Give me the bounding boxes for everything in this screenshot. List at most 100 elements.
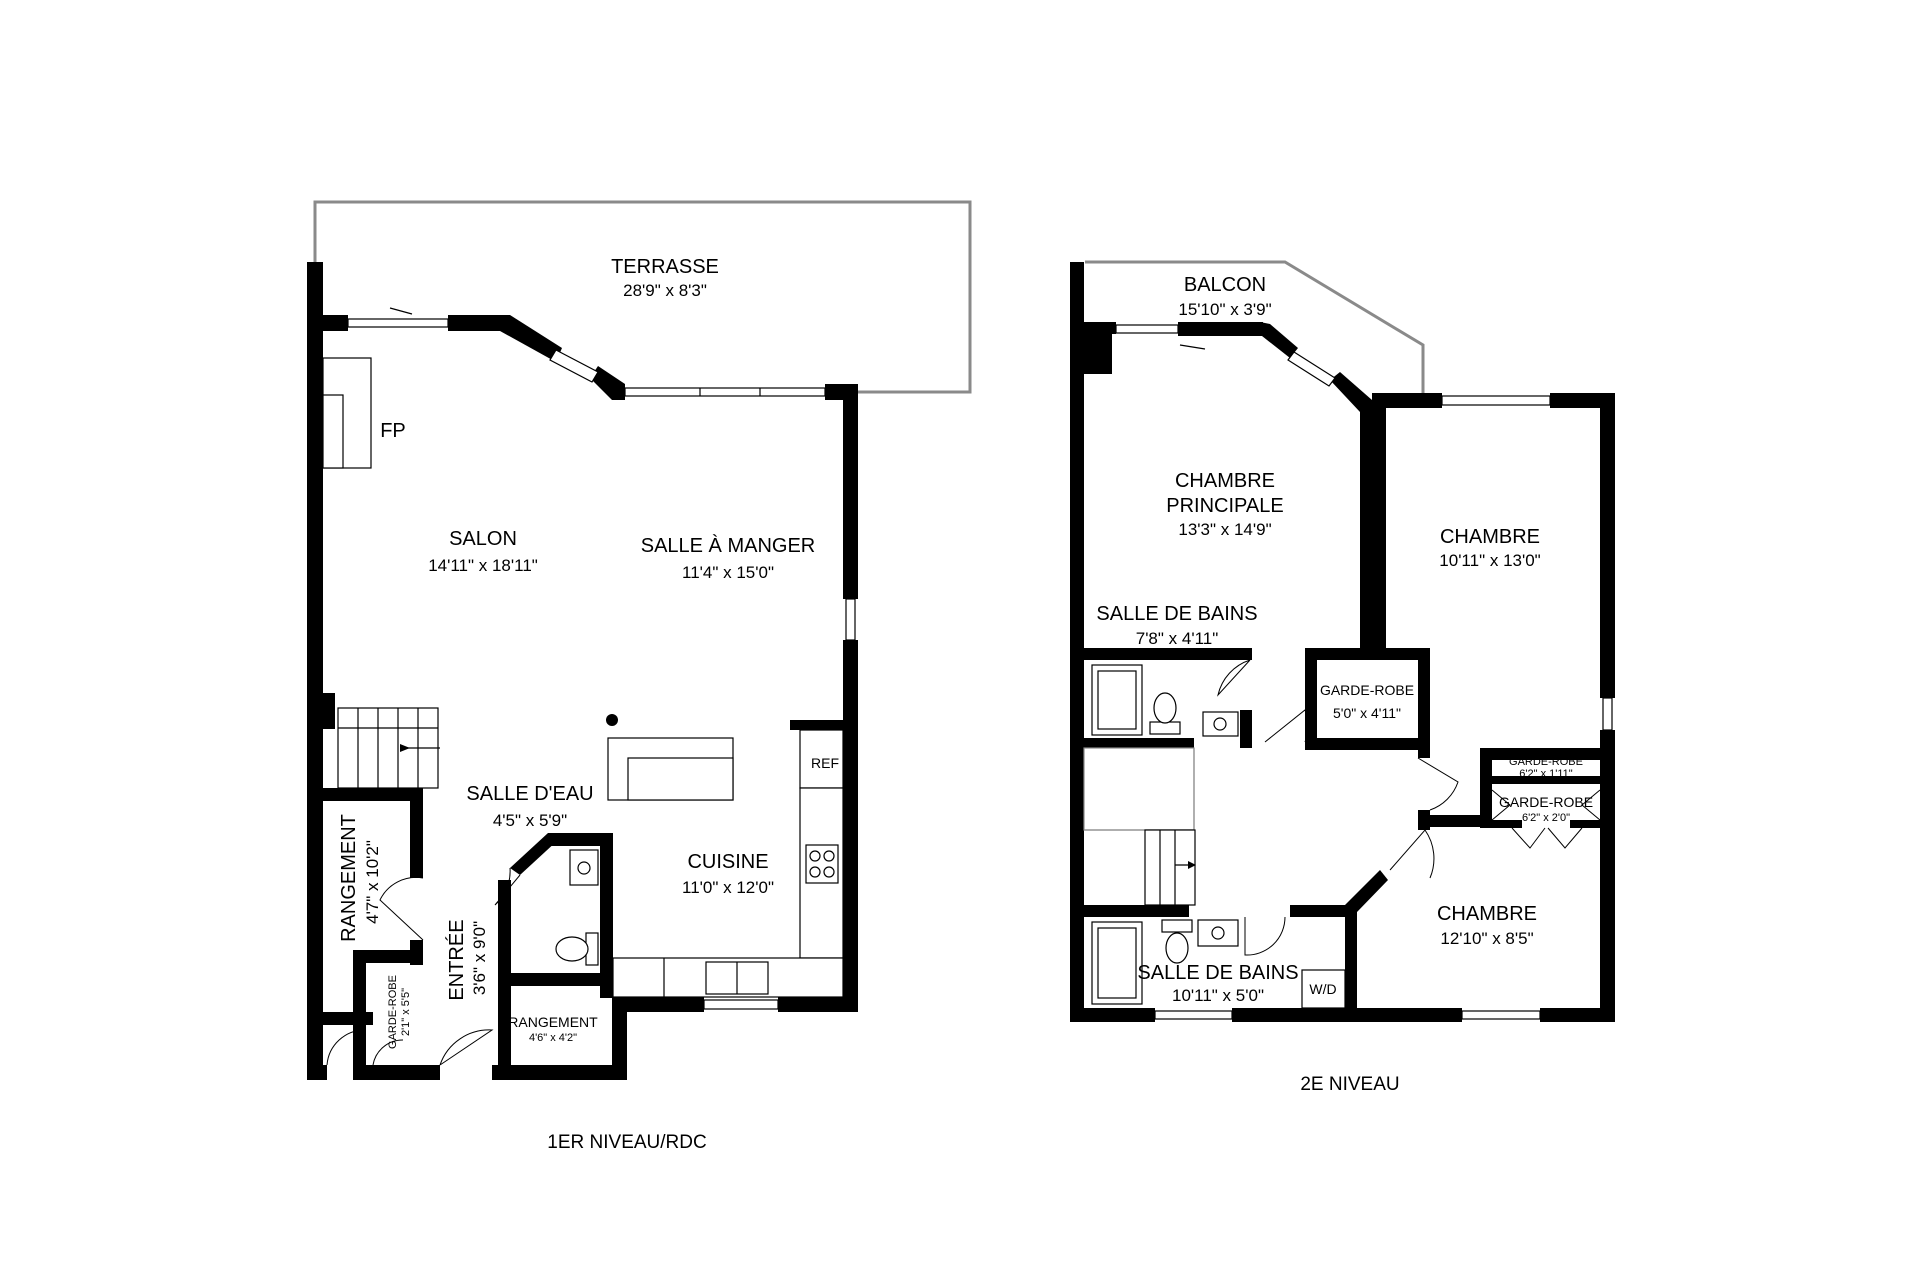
door-west [326, 1029, 366, 1066]
l2-door-chambre1 [1417, 757, 1459, 811]
door-bath [494, 867, 521, 906]
wall-storage-right [410, 788, 423, 878]
wall-west [307, 262, 323, 1080]
label-balcon: BALCON [1184, 274, 1266, 296]
l2-door-bath1 [1217, 659, 1251, 697]
l2-wall-master-east [1360, 400, 1374, 648]
dim-cuisine: 11'0" x 12'0" [682, 878, 774, 897]
l2-toilet-bath2 [1165, 932, 1189, 964]
l2-toilet-tank-bath2 [1161, 919, 1193, 933]
l2-sliding-door-mark [1179, 344, 1206, 350]
l2-wall-south-right [1540, 1008, 1615, 1022]
label-garde-robe-entree: GARDE-ROBE [387, 975, 399, 1049]
window-north-left [347, 318, 449, 328]
fireplace [322, 357, 372, 469]
stairs-arrow [400, 744, 410, 752]
dim-garde-robe-2: 6'2" x 1'11" [1519, 768, 1572, 780]
l2-wall-gr1-left [1305, 648, 1317, 748]
toilet-bath1 [555, 936, 589, 962]
dim-salle-a-manger: 11'4" x 15'0" [682, 563, 774, 582]
label-terrasse: TERRASSE [611, 256, 719, 278]
level-1-title: 1ER NIVEAU/RDC [547, 1132, 706, 1153]
dim-garde-robe-1: 5'0" x 4'11" [1333, 705, 1401, 721]
dim-garde-robe-entree: 2'1" x 5'5" [400, 988, 412, 1036]
fireplace-hearth [322, 394, 344, 469]
l2-window-south-bath [1154, 1010, 1233, 1020]
window-north-right [624, 387, 826, 397]
dim-garde-robe-3: 6'2" x 2'0" [1522, 812, 1570, 824]
sink-bath1 [569, 849, 599, 886]
wall-south-kitchen-left [612, 997, 704, 1012]
l2-stair-void-edge [1084, 748, 1195, 831]
l2-wall-east-lower [1600, 730, 1615, 1022]
label-chambre-principale-1: CHAMBRE [1175, 470, 1275, 492]
dim-rangement-small: 4'6" x 4'2" [529, 1032, 577, 1044]
label-ref: REF [811, 755, 839, 771]
wall-closet-entry-left [353, 950, 366, 1080]
label-fp: FP [380, 420, 406, 442]
l2-wall-north-east-left [1372, 393, 1442, 408]
terrasse-outline [313, 200, 972, 394]
dim-chambre-1: 10'11" x 13'0" [1439, 551, 1540, 570]
l2-window-bay [1287, 351, 1336, 387]
l2-door-chambre2 [1389, 829, 1435, 879]
level-2-title: 2E NIVEAU [1300, 1074, 1399, 1095]
l2-stair-void [1083, 747, 1195, 831]
wall-south-west [307, 1065, 327, 1080]
l2-wall-hall-mid [1418, 810, 1430, 830]
label-garde-robe-1: GARDE-ROBE [1320, 682, 1414, 698]
l2-stairs [1144, 829, 1196, 906]
label-salle-deau: SALLE D'EAU [466, 783, 593, 805]
stove [805, 844, 839, 884]
wall-bath-top [548, 833, 613, 846]
label-wd: W/D [1309, 981, 1336, 997]
wall-stair-stub [323, 693, 335, 729]
label-salle-a-manger: SALLE À MANGER [641, 534, 816, 557]
sliding-door-mark [389, 307, 413, 315]
l2-wall-gr1-right [1418, 648, 1430, 758]
l2-wall-bath1-right [1240, 710, 1252, 748]
window-east [845, 598, 856, 641]
l2-wall-south-left [1070, 1008, 1155, 1022]
label-rangement-large: RANGEMENT [338, 814, 360, 942]
l2-wall-west [1070, 262, 1084, 1022]
wall-south-entry-right [492, 1065, 627, 1080]
wall-south-entry-left [365, 1065, 440, 1080]
label-rangement-small: RANGEMENT [508, 1014, 598, 1030]
wall-south-storage-step [612, 997, 627, 1080]
l2-tub-inner-bath2 [1097, 927, 1137, 999]
wall-bath-left [498, 880, 511, 1065]
l2-wall-gr-stack-left [1480, 748, 1492, 828]
l2-wall-south-mid [1232, 1008, 1462, 1022]
door-storage [379, 876, 424, 941]
label-chambre-1: CHAMBRE [1440, 526, 1540, 548]
l2-wall-chambre2-west [1345, 905, 1357, 1008]
wall-east-upper [843, 384, 858, 599]
dim-entree: 3'6" x 9'0" [470, 921, 489, 995]
wall-north-mid [448, 315, 503, 331]
l2-window-south-chambre [1461, 1010, 1541, 1020]
label-salon: SALON [449, 528, 517, 550]
l2-wall-gr3-bottom-r [1570, 820, 1600, 828]
l2-wall-bath2-top [1084, 905, 1189, 917]
l2-washer-dryer [1301, 969, 1346, 1009]
label-salle-de-bains-1: SALLE DE BAINS [1096, 603, 1257, 625]
l2-wall-gr2-top [1480, 748, 1600, 760]
label-chambre-2: CHAMBRE [1437, 903, 1537, 925]
dim-balcon: 15'10" x 3'9" [1178, 300, 1271, 319]
l2-wall-gr2-bottom [1492, 776, 1600, 784]
dim-terrasse: 28'9" x 8'3" [623, 281, 707, 300]
wall-south-kitchen-right [778, 997, 858, 1012]
l2-window-north-left [1115, 324, 1179, 334]
l2-window-east [1602, 697, 1613, 731]
level-2-plan: BALCON 15'10" x 3'9" CHAMBRE PRINCIPALE … [1070, 260, 1615, 1095]
l2-wall-bay-left [1260, 322, 1298, 358]
l2-door-gr1 [1264, 709, 1309, 743]
dim-chambre-principale: 13'3" x 14'9" [1178, 520, 1271, 539]
wall-storage-top [323, 788, 423, 801]
wall-bay-right [590, 366, 625, 400]
window-bay [549, 349, 599, 383]
door-closet-entry [372, 1039, 404, 1066]
wall-bay-left [500, 315, 562, 362]
